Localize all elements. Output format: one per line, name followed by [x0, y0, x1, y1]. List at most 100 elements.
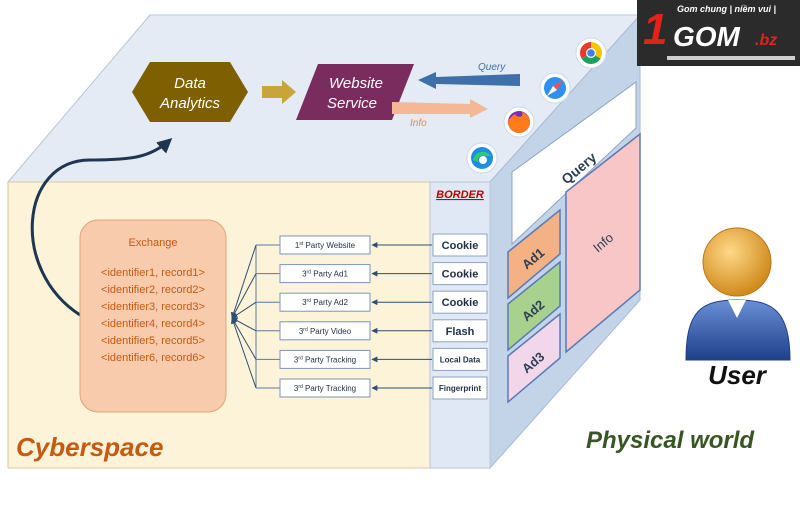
party-label-sup: rd	[298, 355, 303, 361]
storage-box	[432, 290, 488, 314]
site-logo: Gom chung | niềm vui | 1 GOM .bz	[637, 0, 800, 66]
party-box	[279, 378, 371, 398]
exchange-box	[79, 219, 227, 413]
party-label: 3rd Party Video	[299, 327, 352, 336]
party-label: 3rd Party Tracking	[294, 384, 356, 393]
exchange-record: <identifier3, record3>	[101, 301, 205, 313]
fan-line	[231, 273, 257, 319]
party-label-text: Party Tracking	[303, 355, 356, 364]
party-label-text: Party Ad1	[311, 270, 348, 279]
ws-to-da-arrow	[262, 80, 296, 104]
ad2-panel	[507, 260, 561, 352]
party-box	[279, 349, 371, 369]
info-arrow	[392, 99, 488, 118]
party-box	[279, 235, 371, 255]
party-item: 1st Party Website	[279, 235, 432, 255]
query-arrow-label: Query	[478, 62, 506, 73]
party-label-num: 1	[295, 241, 300, 250]
party-label-num: 3	[302, 298, 307, 307]
storage-label: Cookie	[442, 240, 479, 252]
party-label-num: 3	[299, 327, 304, 336]
data-analytics-box	[132, 62, 248, 122]
party-label-sup: rd	[307, 298, 312, 304]
ad1-panel	[507, 208, 561, 300]
storage-item: Cookie	[432, 290, 488, 314]
storage-box	[432, 233, 488, 257]
party-label-num: 3	[302, 270, 307, 279]
data-analytics-label-2: Analytics	[159, 95, 221, 112]
website-service-box	[296, 64, 414, 120]
storage-label: Cookie	[442, 269, 479, 281]
party-label-sup: rd	[307, 270, 312, 276]
party-label-sup: rd	[298, 384, 303, 390]
cyberspace-label: Cyberspace	[16, 432, 163, 462]
user-icon	[685, 227, 791, 361]
query-arrow	[418, 72, 520, 89]
firefox-icon	[503, 106, 535, 138]
storage-box	[432, 262, 488, 286]
party-box	[279, 321, 371, 341]
storage-item: Flash	[432, 319, 488, 343]
info-arrow-label: Info	[410, 118, 427, 129]
border-label: BORDER	[436, 189, 484, 201]
query-panel	[511, 81, 637, 246]
exchange-record: <identifier5, record5>	[101, 335, 205, 347]
party-label: 3rd Party Tracking	[294, 355, 356, 364]
storage-label: Cookie	[442, 297, 479, 309]
storage-box	[432, 319, 488, 343]
exchange-title: Exchange	[129, 237, 178, 249]
storage-item: Fingerprint	[432, 376, 488, 400]
logo-numeral: 1	[643, 5, 668, 54]
chrome-icon	[575, 37, 607, 69]
physical-world-label: Physical world	[586, 427, 755, 454]
user-label: User	[708, 360, 768, 390]
party-label-text: Party Website	[303, 241, 355, 250]
party-item: 3rd Party Ad1	[279, 264, 432, 284]
fan-connectors	[230, 244, 280, 389]
info-panel	[565, 132, 641, 354]
party-label: 3rd Party Ad1	[302, 270, 348, 279]
logo-wordmark: GOM	[673, 21, 740, 52]
exchange-record: <identifier2, record2>	[101, 284, 205, 296]
exchange-record: <identifier6, record6>	[101, 352, 205, 364]
party-box	[279, 292, 371, 312]
party-label-text: Party Tracking	[303, 384, 356, 393]
party-label-sup: st	[299, 241, 304, 247]
logo-underline	[667, 56, 795, 60]
storage-item: Cookie	[432, 233, 488, 257]
fan-line	[231, 317, 257, 360]
party-item: 3rd Party Video	[279, 321, 432, 341]
storage-box	[432, 347, 488, 371]
storage-label: Flash	[446, 326, 475, 338]
party-label: 1st Party Website	[295, 241, 356, 250]
storage-label: Fingerprint	[439, 384, 482, 393]
storage-label: Local Data	[440, 355, 481, 364]
party-label-text: Party Video	[308, 327, 352, 336]
party-box	[279, 264, 371, 284]
safari-icon	[539, 72, 571, 104]
party-label-text: Party Ad2	[311, 298, 348, 307]
party-item: 3rd Party Tracking	[279, 349, 432, 369]
website-service-label-2: Service	[327, 95, 377, 112]
storage-item: Cookie	[432, 262, 488, 286]
party-label-sup: rd	[303, 327, 308, 333]
storage-box	[432, 376, 488, 400]
storage-item: Local Data	[432, 347, 488, 371]
exchange-record: <identifier4, record4>	[101, 318, 205, 330]
party-item: 3rd Party Tracking	[279, 378, 432, 398]
logo-slogan: Gom chung | niềm vui |	[677, 4, 777, 14]
party-item: 3rd Party Ad2	[279, 292, 432, 312]
data-analytics-label-1: Data	[174, 75, 206, 92]
website-service-label-1: Website	[329, 75, 383, 92]
fan-line	[230, 317, 257, 389]
ad3-panel	[507, 312, 561, 404]
party-label-num: 3	[294, 355, 299, 364]
party-label-num: 3	[294, 384, 299, 393]
party-label: 3rd Party Ad2	[302, 298, 348, 307]
fan-line	[230, 244, 257, 319]
exchange-record: <identifier1, record1>	[101, 267, 205, 279]
